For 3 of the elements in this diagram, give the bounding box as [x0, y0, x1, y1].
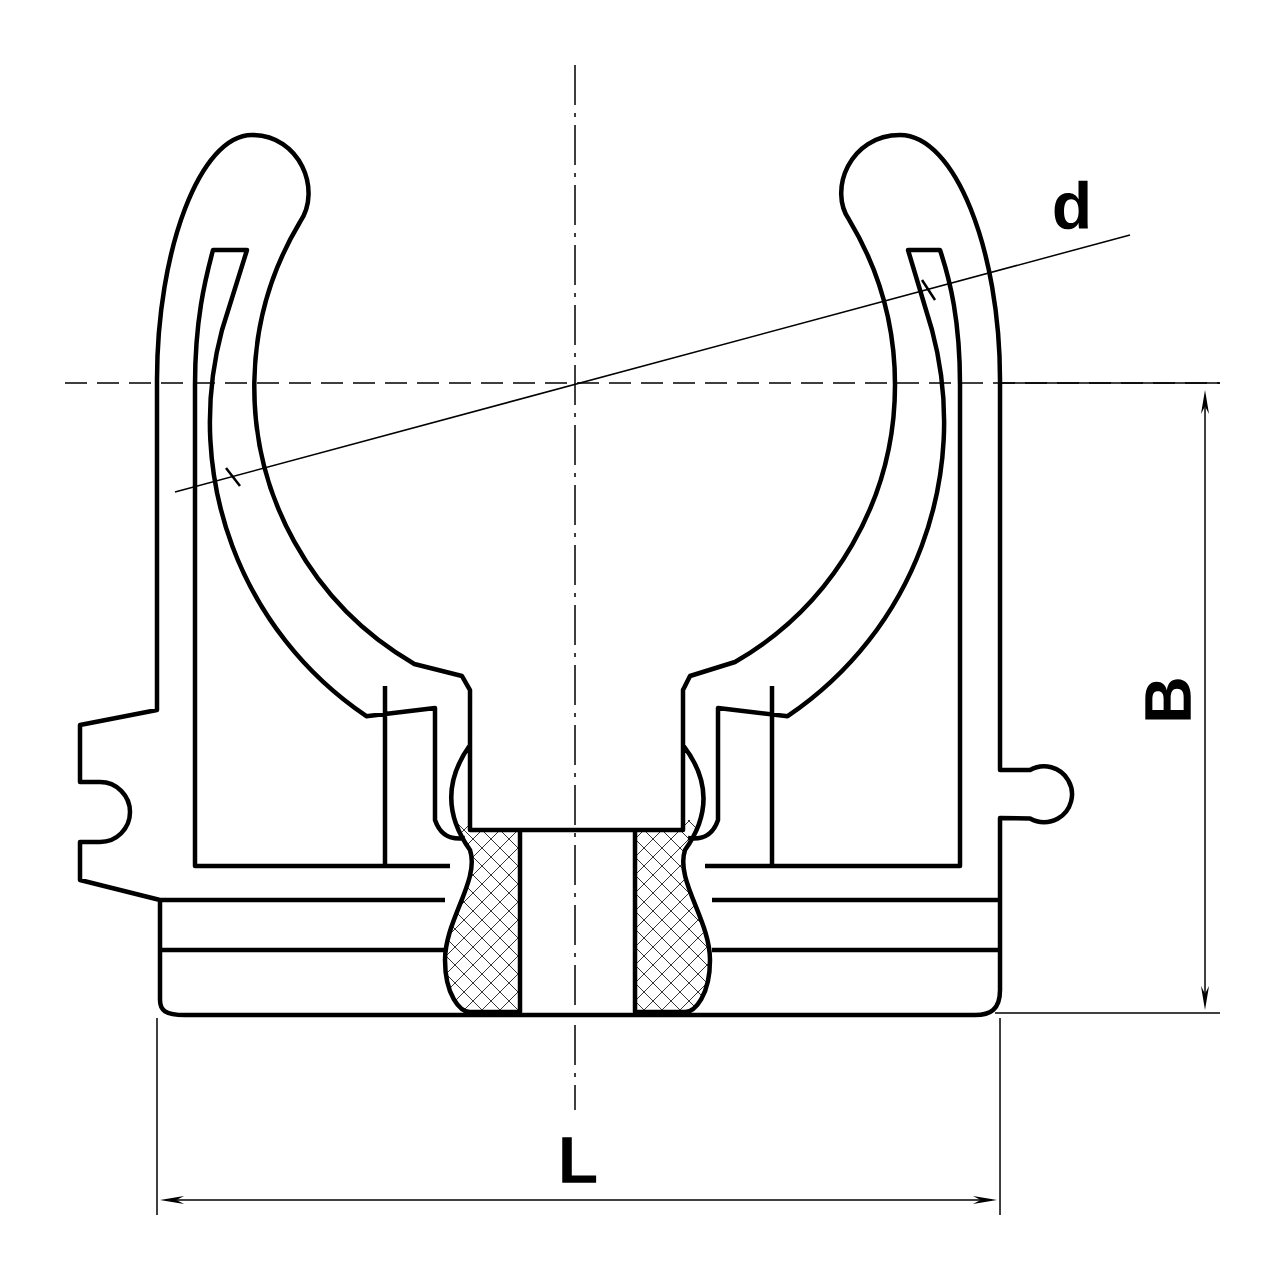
dimension-label: B: [1145, 679, 1191, 720]
dimension-label: L: [562, 1137, 597, 1183]
dimension-label: d: [1054, 180, 1088, 230]
